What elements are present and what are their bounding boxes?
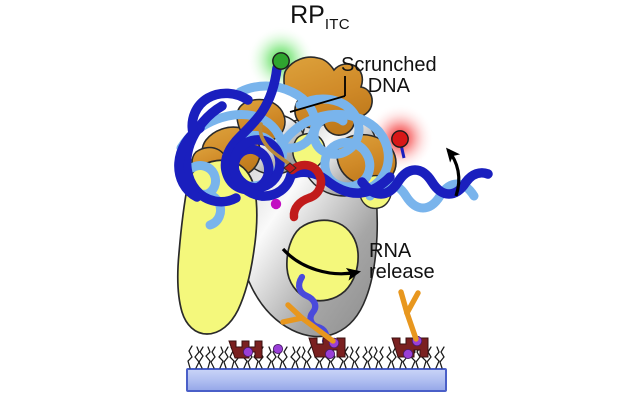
- active-site-dot: [270, 198, 282, 210]
- dna-translocation-arrow[interactable]: [446, 147, 461, 197]
- page-title: RPITC: [0, 2, 640, 33]
- glass-slide: [186, 368, 447, 392]
- rna-tag-strand: [296, 273, 330, 345]
- biotin-right-bottom: [402, 348, 414, 360]
- acceptor-fluorophore: [391, 130, 409, 159]
- scrunched-dna-label-line1: Scrunched: [341, 54, 437, 76]
- dna-template-strand-darkblue: [174, 63, 493, 207]
- antibody-right: [398, 289, 421, 342]
- nascent-rna: [258, 122, 326, 222]
- biotin-center-bottom: [324, 348, 336, 360]
- donor-fluorophore: [272, 52, 290, 77]
- title-subscript-text: ITC: [324, 16, 350, 33]
- biotin-free: [272, 343, 284, 355]
- rna-release-label-line1: RNA: [369, 240, 412, 262]
- antibody-center: [280, 302, 336, 344]
- rna-release-label: RNA release: [369, 240, 435, 283]
- title-main-text: RP: [290, 1, 325, 29]
- biotin-left: [242, 346, 254, 358]
- rna-release-label-line2: release: [369, 260, 435, 283]
- scrunched-dna-leader-line: [289, 76, 346, 113]
- scrunched-dna-loop: [295, 94, 364, 159]
- scrunched-dna-label: Scrunched DNA: [341, 54, 437, 97]
- scrunched-dna-label-line2: DNA: [367, 74, 410, 97]
- rna-release-arrow[interactable]: [281, 247, 362, 281]
